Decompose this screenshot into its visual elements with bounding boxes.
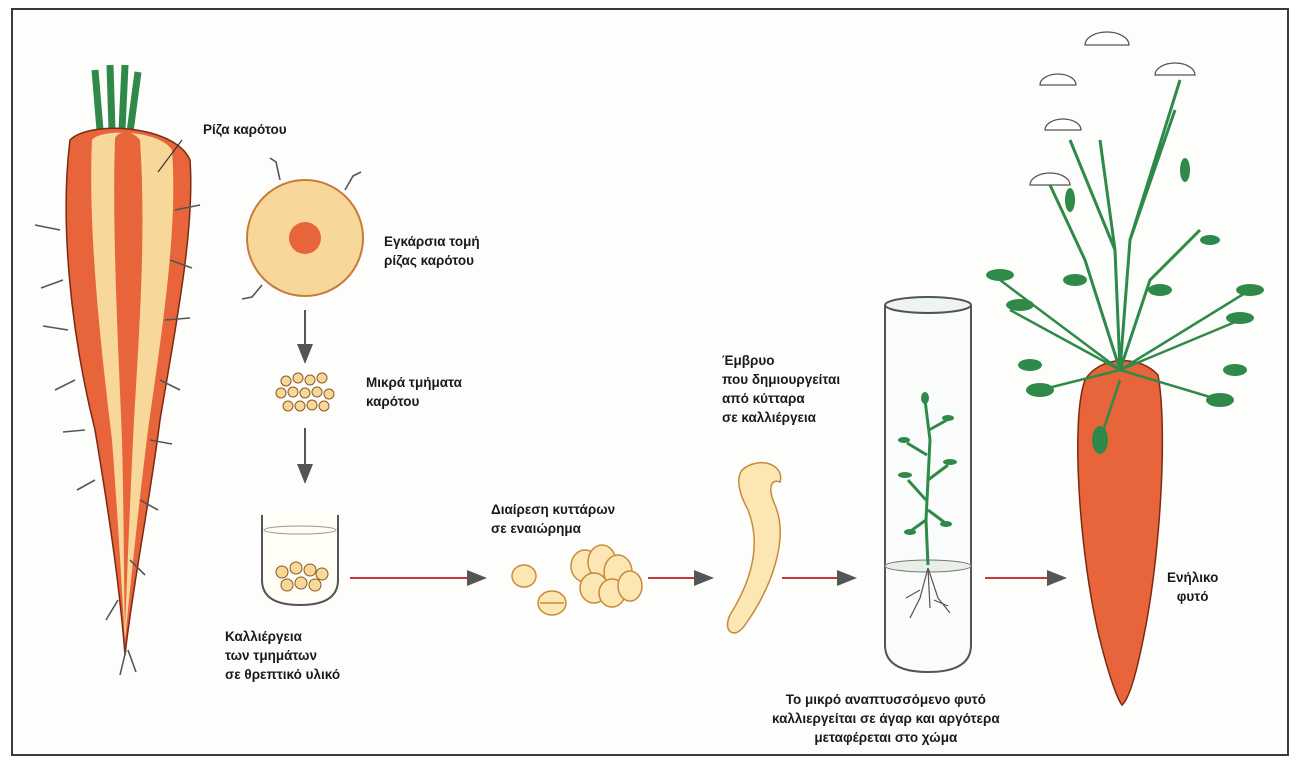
cell-division-illustration: [512, 545, 642, 615]
adult-plant-illustration: [986, 32, 1264, 705]
carrot-root-illustration: [35, 65, 200, 675]
label-plantlet: Το μικρό αναπτυσσόμενο φυτό καλλιεργείτα…: [772, 690, 1000, 747]
label-embryo: Έμβρυο που δημιουργείται από κύτταρα σε …: [722, 351, 840, 427]
culture-beaker-illustration: [262, 515, 338, 605]
cross-section-illustration: [242, 158, 363, 299]
label-culture: Καλλιέργεια των τμημάτων σε θρεπτικό υλι…: [225, 627, 340, 684]
label-cross-section: Εγκάρσια τομή ρίζας καρότου: [384, 232, 480, 270]
label-root: Ρίζα καρότου: [203, 120, 287, 139]
small-pieces-illustration: [276, 373, 334, 411]
embryo-illustration: [728, 463, 781, 633]
test-tube-illustration: [885, 297, 971, 672]
label-cell-division: Διαίρεση κυττάρων σε εναιώρημα: [491, 500, 615, 538]
label-small-pieces: Μικρά τμήματα καρότου: [366, 373, 462, 411]
label-adult-plant: Ενήλικο φυτό: [1167, 568, 1218, 606]
